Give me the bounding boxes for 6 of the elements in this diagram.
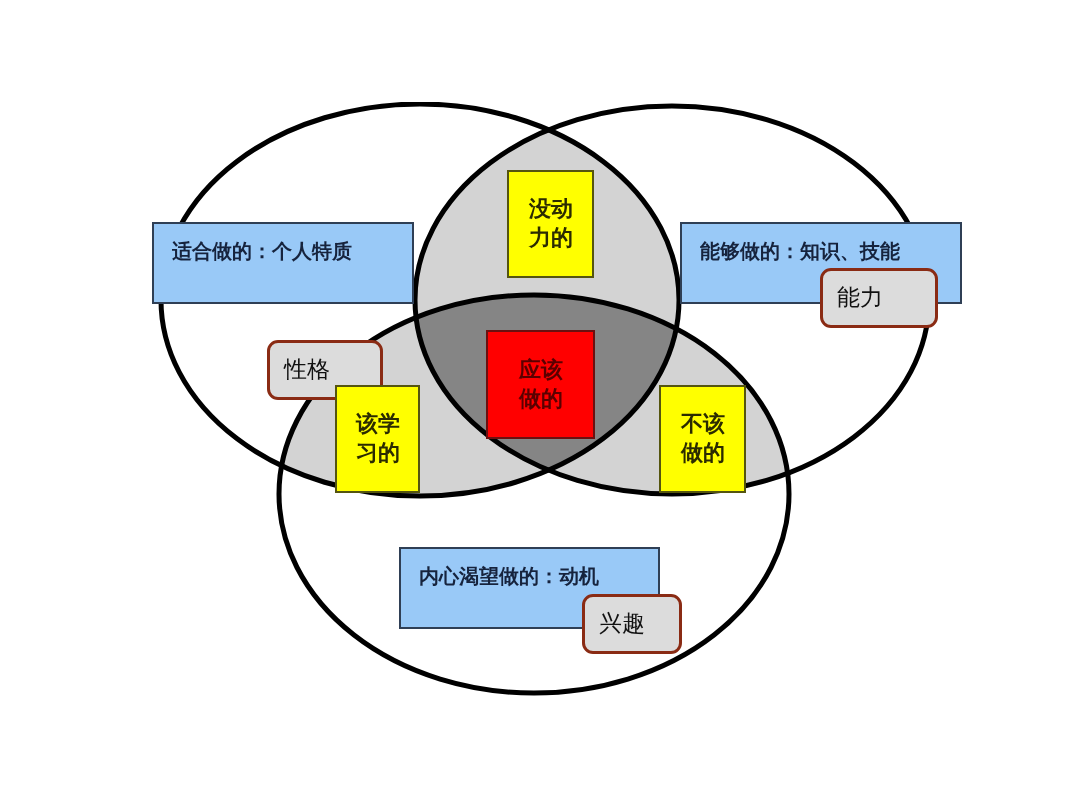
region-label: 不该做的: [659, 385, 746, 493]
region-label: 该学习的: [335, 385, 420, 493]
category-box: 适合做的：个人特质: [152, 222, 414, 304]
note-box: 能力: [820, 268, 938, 328]
note-box: 性格: [267, 340, 383, 400]
note-box: 兴趣: [582, 594, 682, 654]
